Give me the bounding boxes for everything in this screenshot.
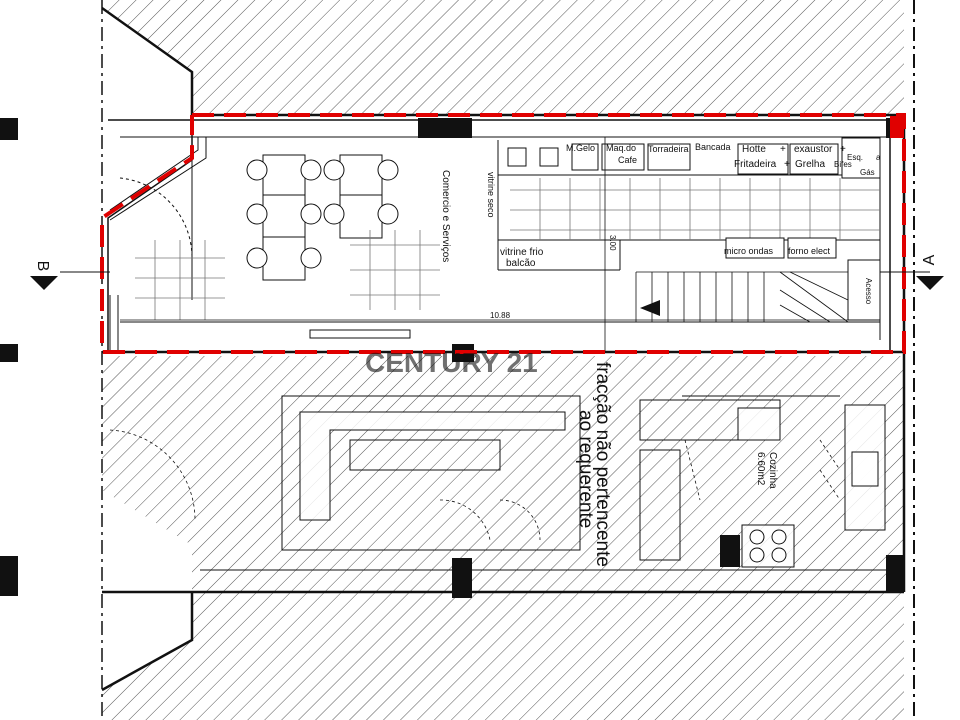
label-vitrine-seco: vitrine seco (486, 172, 496, 218)
label-comercio: Comercio e Serviços (440, 170, 451, 262)
equipment (507, 137, 881, 321)
label-plus-3: + (784, 159, 790, 170)
pillar-top (418, 118, 472, 138)
dimension-lines (120, 137, 880, 352)
pillar-bottom (452, 558, 472, 598)
lower-unit-outlines (200, 395, 900, 571)
watermark: CENTURY 21 (365, 347, 538, 378)
label-esq: Esq. (847, 153, 863, 162)
label-exaustor: exaustor (794, 144, 833, 155)
label-micro-ondas: micro ondas (724, 246, 774, 256)
pillar-right-bottom (886, 555, 904, 593)
label-cozinha-area: 6.60m2 (755, 452, 766, 486)
label-fritadeira: Fritadeira (734, 159, 777, 170)
lower-door-arcs (109, 429, 841, 541)
label-cozinha: Cozinha (767, 452, 778, 489)
stair-arrow (640, 300, 660, 316)
label-hotte: Hotte (742, 144, 766, 155)
plan-labels: Comercio e Serviços vitrine seco vitrine… (365, 142, 881, 567)
ice-machine (571, 143, 599, 171)
dishwasher (720, 535, 740, 567)
bottom-hatched-area (102, 592, 904, 720)
section-marker-a: A (880, 254, 944, 290)
table-right (339, 154, 383, 239)
label-fraccao-1: fracção não pertencente (592, 362, 613, 567)
gas-box (841, 137, 881, 179)
label-balcao: balcão (506, 258, 536, 269)
red-corner-marker (890, 116, 904, 138)
table-left (262, 154, 306, 281)
label-m-gelo: M.Gelo (566, 143, 595, 153)
label-plus-1: + (780, 144, 786, 155)
toaster (647, 143, 691, 171)
label-bifes: Bifes (834, 160, 852, 169)
oven (787, 237, 837, 259)
label-dim-300: 3.00 (608, 235, 617, 251)
label-a-small: a (876, 153, 881, 162)
microwave (725, 237, 785, 259)
section-b-label: B (34, 261, 51, 272)
label-dim-1088: 10.88 (490, 311, 511, 320)
label-plus-2: + (840, 144, 846, 155)
sink-2 (539, 147, 559, 167)
label-acesso: Acesso (864, 278, 873, 305)
dining-tables (246, 154, 399, 281)
section-marker-b: B (30, 261, 110, 290)
label-gas: Gás (860, 168, 875, 177)
tile-grids (135, 178, 880, 320)
stairs (635, 271, 849, 323)
left-markers (0, 118, 18, 596)
red-boundary (100, 113, 906, 354)
label-cafe: Cafe (618, 155, 637, 165)
access-box (847, 259, 881, 321)
coffee-machine (601, 143, 645, 171)
exaustor-box (789, 143, 839, 175)
label-fraccao-2: ao requerente (575, 410, 596, 528)
label-bancada: Bancada (695, 142, 731, 152)
section-a-label: A (921, 254, 938, 265)
label-forno-elect: forno elect (788, 246, 831, 256)
label-maq-do: Maq.do (606, 143, 636, 153)
top-hatched-area (102, 0, 904, 115)
label-torradeira: Torradeira (648, 144, 689, 154)
label-vitrine-frio: vitrine frio (500, 247, 544, 258)
sink-1 (507, 147, 527, 167)
hotte-box (737, 143, 789, 175)
label-grelha: Grelha (795, 159, 825, 170)
